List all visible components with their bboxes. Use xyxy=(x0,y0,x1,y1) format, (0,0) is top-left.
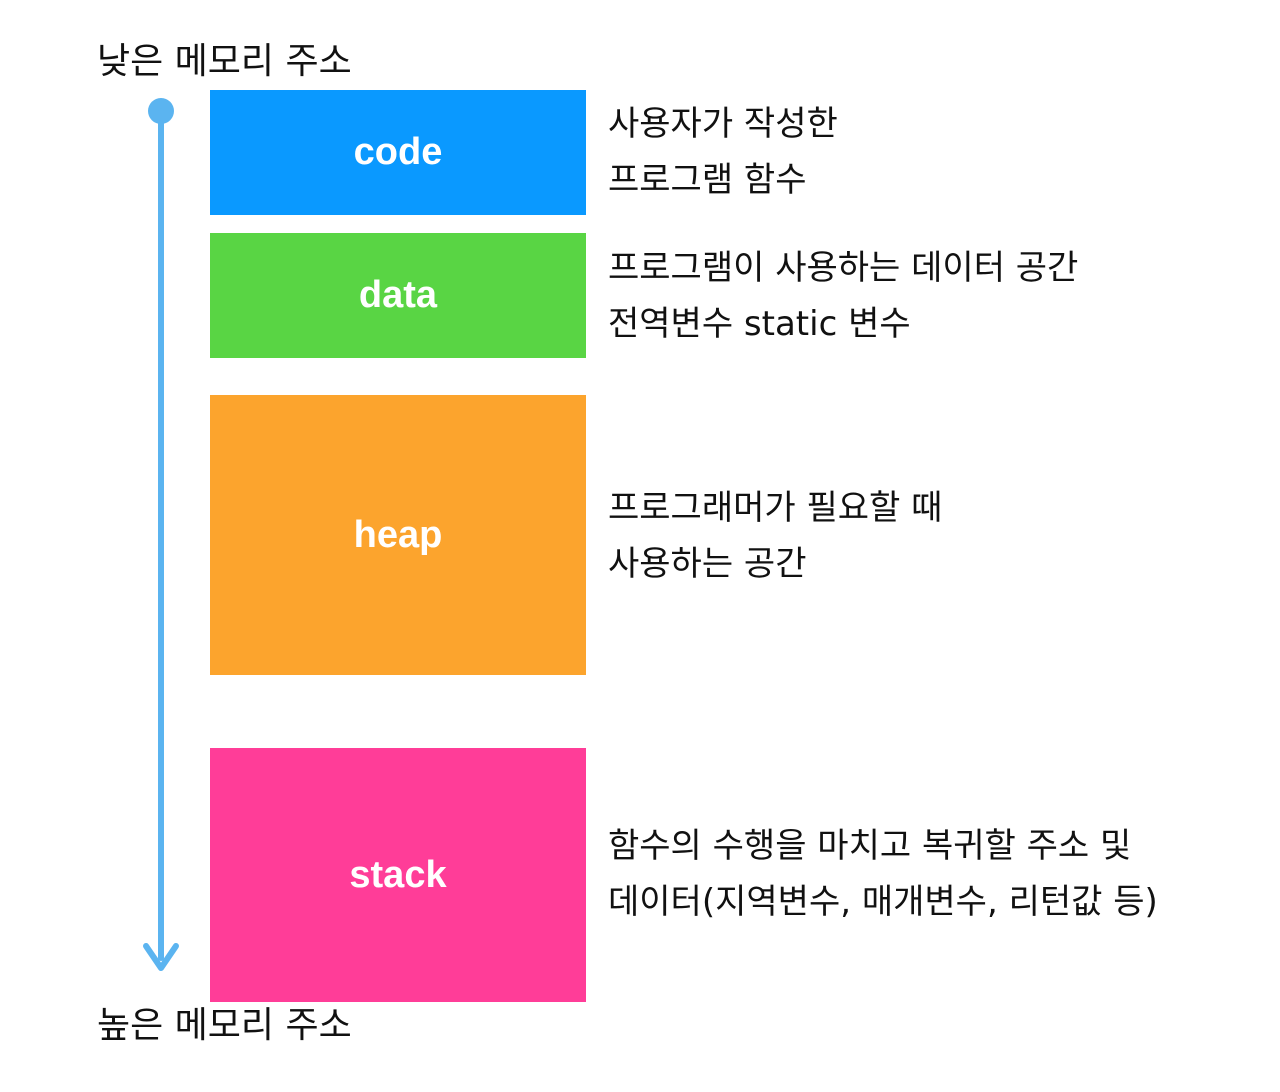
stack-segment: stack xyxy=(210,748,586,1002)
description-line: 전역변수 static 변수 xyxy=(608,304,911,344)
heap-segment-label: heap xyxy=(353,513,443,556)
description-line: 사용하는 공간 xyxy=(608,544,807,584)
description-line: 데이터(지역변수, 매개변수, 리턴값 등) xyxy=(608,882,1158,922)
stack-segment-label: stack xyxy=(349,853,447,896)
code-segment: code xyxy=(210,90,586,215)
description-line: 프로그램 함수 xyxy=(608,160,807,200)
low-memory-address-label: 낮은 메모리 주소 xyxy=(97,41,352,82)
description-line: 사용자가 작성한 xyxy=(608,104,838,144)
code-segment-label: code xyxy=(353,131,443,173)
high-memory-address-label: 높은 메모리 주소 xyxy=(97,1005,352,1046)
arrow-start-dot xyxy=(148,98,174,124)
arrow-head xyxy=(143,943,179,971)
data-segment-label: data xyxy=(358,274,438,316)
description-line: 프로그래머가 필요할 때 xyxy=(608,488,943,528)
description-line: 프로그램이 사용하는 데이터 공간 xyxy=(608,248,1079,288)
data-segment: data xyxy=(210,233,586,358)
data-segment-description: 프로그램이 사용하는 데이터 공간 전역변수 static 변수 xyxy=(608,240,1078,352)
heap-segment: heap xyxy=(210,395,586,675)
code-segment-description: 사용자가 작성한 프로그램 함수 xyxy=(608,96,838,208)
stack-segment-description: 함수의 수행을 마치고 복귀할 주소 및 데이터(지역변수, 매개변수, 리턴값… xyxy=(608,818,1158,930)
heap-segment-description: 프로그래머가 필요할 때 사용하는 공간 xyxy=(608,480,942,592)
description-line: 함수의 수행을 마치고 복귀할 주소 및 xyxy=(608,826,1132,866)
